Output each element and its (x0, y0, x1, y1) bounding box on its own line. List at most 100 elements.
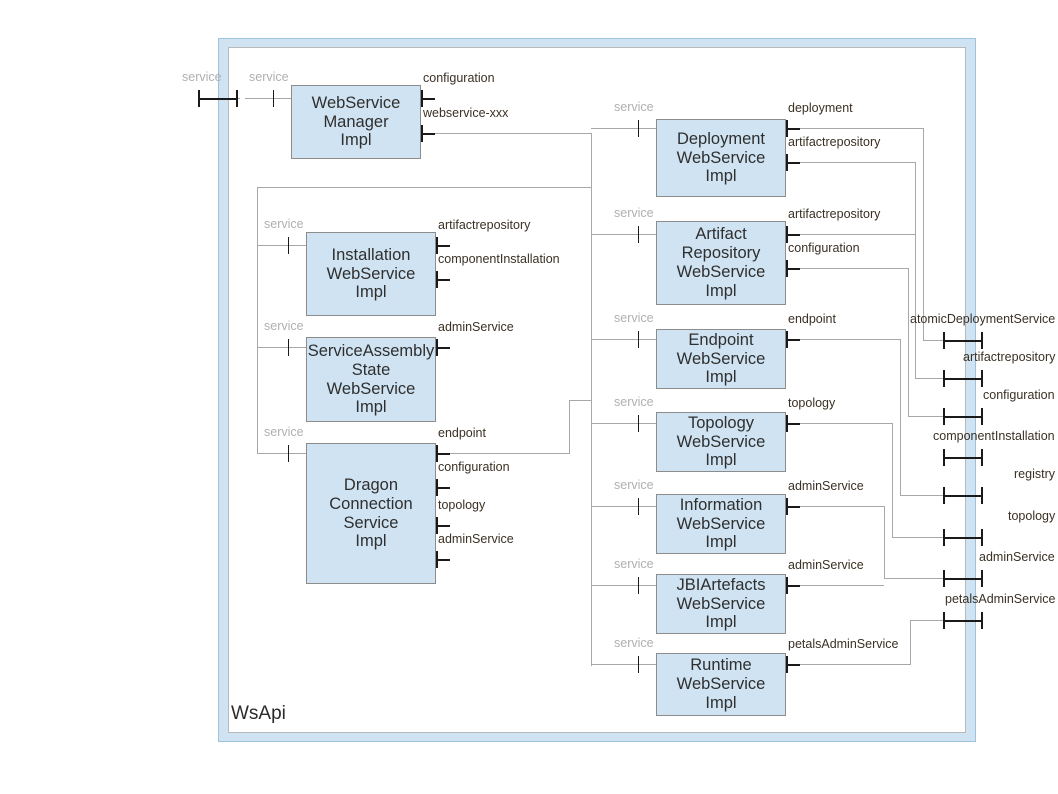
connector-leftcol-installation (257, 245, 309, 246)
connector-deployment-out (800, 128, 923, 129)
provided-port-artifact-repository-webservice-impl-configuration[interactable] (786, 260, 800, 277)
external-port-right-componentInstallation[interactable] (943, 449, 983, 466)
provided-port-webservice-manager-impl-webservice-xxx[interactable] (421, 125, 435, 142)
provided-port-deployment-webservice-impl-deployment[interactable] (786, 120, 800, 137)
required-port-endpoint-webservice-impl-service[interactable] (638, 331, 639, 348)
connector-right-trunk-endpoint (591, 339, 657, 340)
provided-port-information-webservice-impl-adminService[interactable] (786, 498, 800, 515)
provided-port-label-deployment-webservice-impl-1: artifactrepository (788, 135, 881, 149)
external-port-right-configuration[interactable] (943, 408, 983, 425)
connector-jbi-out (800, 585, 884, 586)
component-dragon-connection-service-impl[interactable]: Dragon Connection Service Impl (306, 443, 436, 584)
required-port-label-webservice-manager-impl-0: service (249, 70, 289, 84)
provided-port-label-installation-webservice-impl-0: artifactrepository (438, 218, 531, 232)
external-port-right-artifactrepository[interactable] (943, 370, 983, 387)
required-port-artifact-repository-webservice-impl-service[interactable] (638, 226, 639, 243)
external-port-right-adminService[interactable] (943, 570, 983, 587)
required-port-runtime-webservice-impl-service[interactable] (638, 656, 639, 673)
connector-artifactrepo-config-v (908, 268, 909, 416)
provided-port-endpoint-webservice-impl-endpoint[interactable] (786, 331, 800, 348)
external-port-right-atomicDeploymentService[interactable] (943, 332, 983, 349)
connector-dragon-endpoint (450, 453, 569, 454)
required-port-label-jbiartefacts-webservice-impl-0: service (614, 557, 654, 571)
required-port-information-webservice-impl-service[interactable] (638, 498, 639, 515)
component-artifact-repository-webservice-impl[interactable]: Artifact Repository WebService Impl (656, 221, 786, 305)
external-port-left-service[interactable] (198, 90, 238, 107)
provided-port-jbiartefacts-webservice-impl-adminService[interactable] (786, 577, 800, 594)
provided-port-serviceassembly-state-webservice-impl-adminService[interactable] (436, 339, 450, 356)
external-port-right-label-0: atomicDeploymentService (910, 312, 1056, 326)
provided-port-label-artifact-repository-webservice-impl-0: artifactrepository (788, 207, 881, 221)
provided-port-label-dragon-connection-service-impl-0: endpoint (438, 426, 486, 440)
external-port-right-topology[interactable] (943, 529, 983, 546)
provided-port-label-installation-webservice-impl-1: componentInstallation (438, 252, 560, 266)
required-port-label-installation-webservice-impl-0: service (264, 217, 304, 231)
required-port-jbiartefacts-webservice-impl-service[interactable] (638, 577, 639, 594)
provided-port-label-runtime-webservice-impl-0: petalsAdminService (788, 637, 899, 651)
connector-topology-out (800, 423, 892, 424)
connector-artifactrepo-out (800, 234, 915, 235)
connector-leftcol-top (257, 187, 591, 188)
provided-port-label-serviceassembly-state-webservice-impl-0: adminService (438, 320, 514, 334)
connector-wsmanager-out (435, 133, 591, 134)
connector-deployment-artifact-v (915, 162, 916, 378)
component-deployment-webservice-impl[interactable]: Deployment WebService Impl (656, 119, 786, 197)
provided-port-runtime-webservice-impl-petalsAdminService[interactable] (786, 656, 800, 673)
package-title: WsApi (231, 703, 286, 724)
connector-topology-in (892, 537, 943, 538)
provided-port-installation-webservice-impl-artifactrepository[interactable] (436, 237, 450, 254)
connector-runtime-in (910, 620, 943, 621)
component-webservice-manager-impl[interactable]: WebService Manager Impl (291, 85, 421, 159)
connector-artifactrepo-config-in (908, 416, 943, 417)
provided-port-dragon-connection-service-impl-endpoint[interactable] (436, 445, 450, 462)
provided-port-label-dragon-connection-service-impl-3: adminService (438, 532, 514, 546)
connector-endpoint-in (900, 495, 943, 496)
provided-port-label-dragon-connection-service-impl-1: configuration (438, 460, 510, 474)
connector-leftcol-assembly (257, 347, 309, 348)
required-port-label-artifact-repository-webservice-impl-0: service (614, 206, 654, 220)
connector-right-trunk-topology (591, 423, 657, 424)
required-port-label-serviceassembly-state-webservice-impl-0: service (264, 319, 304, 333)
external-port-right-registry[interactable] (943, 487, 983, 504)
connector-deployment-artifact-out (800, 162, 915, 163)
connector-dragon-endpoint-top (569, 400, 591, 401)
external-port-right-label-6: adminService (979, 550, 1055, 564)
external-port-right-petalsAdminService[interactable] (943, 612, 983, 629)
provided-port-topology-webservice-impl-topology[interactable] (786, 415, 800, 432)
component-installation-webservice-impl[interactable]: Installation WebService Impl (306, 232, 436, 316)
provided-port-dragon-connection-service-impl-topology[interactable] (436, 517, 450, 534)
connector-right-trunk (591, 133, 592, 666)
connector-deployment-artifact-in (915, 378, 943, 379)
provided-port-label-topology-webservice-impl-0: topology (788, 396, 836, 410)
required-port-topology-webservice-impl-service[interactable] (638, 415, 639, 432)
provided-port-label-endpoint-webservice-impl-0: endpoint (788, 312, 836, 326)
external-port-right-label-7: petalsAdminService (945, 592, 1056, 606)
connector-right-trunk-runtime (591, 664, 657, 665)
provided-port-label-dragon-connection-service-impl-2: topology (438, 498, 486, 512)
required-port-label-topology-webservice-impl-0: service (614, 395, 654, 409)
required-port-deployment-webservice-impl-service[interactable] (638, 120, 639, 137)
connector-artifactrepo-config-out (800, 268, 908, 269)
provided-port-artifact-repository-webservice-impl-artifactrepository[interactable] (786, 226, 800, 243)
provided-port-webservice-manager-impl-configuration[interactable] (421, 90, 435, 107)
external-port-right-label-1: artifactrepository (963, 350, 1056, 364)
component-runtime-webservice-impl[interactable]: Runtime WebService Impl (656, 653, 786, 716)
provided-port-label-deployment-webservice-impl-0: deployment (788, 101, 853, 115)
component-serviceassembly-state-webservice-impl[interactable]: ServiceAssembly State WebService Impl (306, 337, 436, 422)
provided-port-dragon-connection-service-impl-configuration[interactable] (436, 479, 450, 496)
provided-port-dragon-connection-service-impl-adminService[interactable] (436, 551, 450, 568)
connector-information-out (800, 506, 884, 507)
provided-port-label-jbiartefacts-webservice-impl-0: adminService (788, 558, 864, 572)
connector-runtime-out (800, 664, 910, 665)
component-information-webservice-impl[interactable]: Information WebService Impl (656, 494, 786, 554)
connector-deployment-in (923, 340, 943, 341)
required-port-dragon-connection-service-impl-service[interactable] (288, 445, 289, 462)
component-topology-webservice-impl[interactable]: Topology WebService Impl (656, 412, 786, 472)
required-port-installation-webservice-impl-service[interactable] (288, 237, 289, 254)
provided-port-deployment-webservice-impl-artifactrepository[interactable] (786, 154, 800, 171)
required-port-webservice-manager-impl-service[interactable] (273, 90, 274, 107)
component-endpoint-webservice-impl[interactable]: Endpoint WebService Impl (656, 329, 786, 389)
required-port-serviceassembly-state-webservice-impl-service[interactable] (288, 339, 289, 356)
provided-port-installation-webservice-impl-componentInstallation[interactable] (436, 271, 450, 288)
component-jbiartefacts-webservice-impl[interactable]: JBIArtefacts WebService Impl (656, 574, 786, 634)
